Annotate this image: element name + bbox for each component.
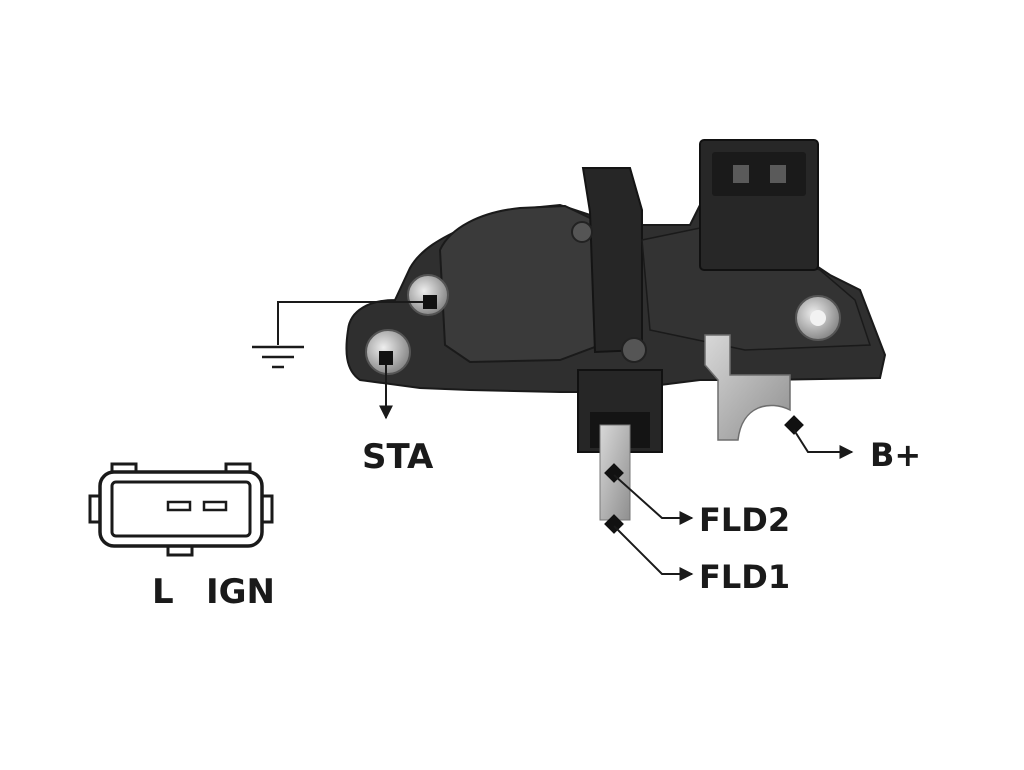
fld1-terminal-marker [604, 514, 624, 534]
plug-pin-1 [733, 165, 749, 183]
sta-label: STA [362, 437, 434, 477]
plug-connector-inner [712, 152, 806, 196]
fld2-terminal-marker [604, 463, 624, 483]
mount-bolt-hole-center [810, 310, 826, 326]
top-screw [571, 221, 593, 243]
sta-lead: STA [362, 351, 434, 477]
b-plus-wire [793, 429, 854, 459]
fld1-label: FLD1 [699, 558, 790, 596]
sta-terminal-marker [379, 351, 393, 365]
b-plus-label: B+ [870, 436, 921, 474]
fld1-wire [613, 525, 694, 581]
tower-screw [621, 337, 647, 363]
regulator-housing [438, 204, 601, 364]
b-plus-terminal-marker [784, 415, 804, 435]
l-label: L [152, 572, 174, 612]
ground-icon [252, 345, 304, 369]
plug-pin-2 [770, 165, 786, 183]
ign-label: IGN [206, 572, 275, 612]
connector-pin-ign [202, 500, 228, 512]
ground-lead [252, 295, 437, 369]
connector-pin-l [166, 500, 192, 512]
fld2-label: FLD2 [699, 501, 790, 539]
regulator-body [345, 139, 887, 521]
connector-icon [88, 462, 274, 557]
fld1-lead: FLD1 [604, 514, 790, 596]
fld2-lead: FLD2 [604, 463, 790, 539]
b-plus-terminal-tab [704, 334, 791, 441]
b-plus-lead: B+ [784, 415, 921, 474]
ground-wire [277, 301, 423, 345]
connector-inner-shell [110, 480, 252, 538]
ground-terminal-marker [423, 295, 437, 309]
fld2-wire [613, 474, 694, 525]
